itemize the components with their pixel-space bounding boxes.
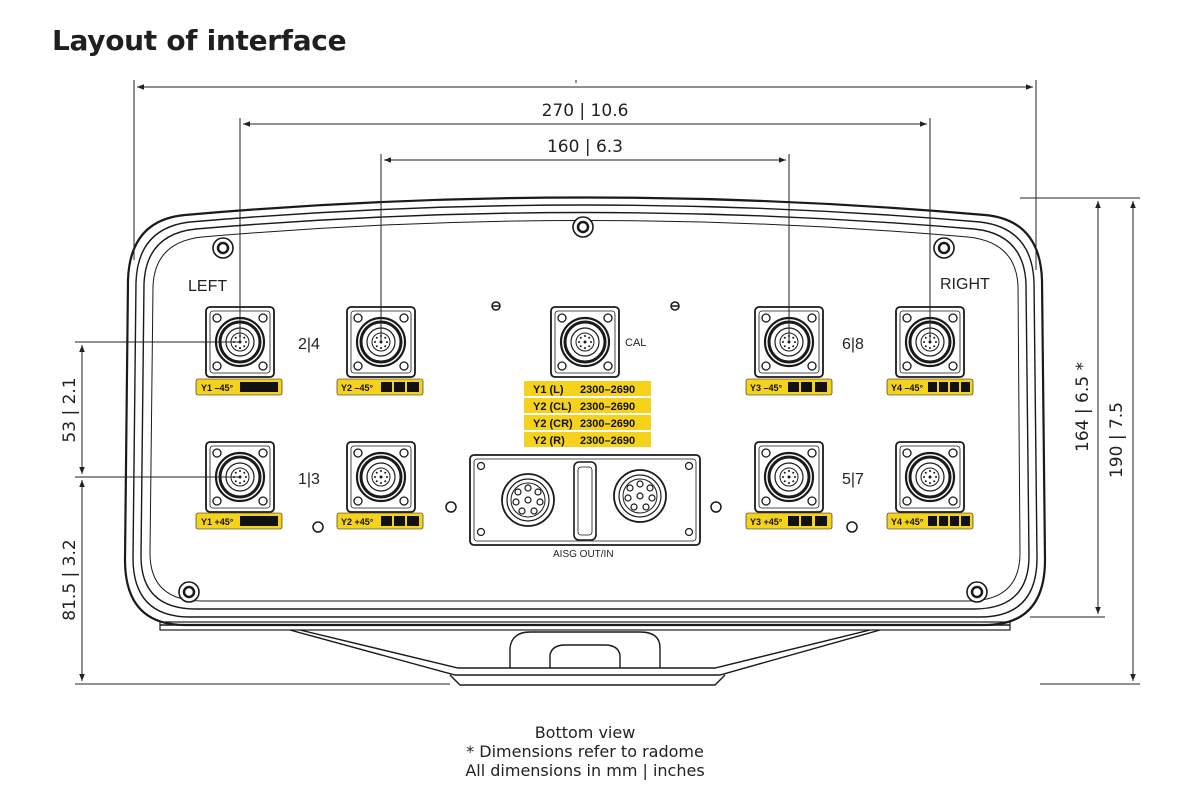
port-tag-y2-plus: Y2 +45° (336, 512, 424, 530)
svg-text:Y2 +45°: Y2 +45° (341, 517, 374, 527)
mounting-bracket (289, 629, 881, 686)
dimension-lines (75, 80, 1140, 685)
svg-text:1|3: 1|3 (298, 471, 320, 488)
port-tag-y1-plus: Y1 +45° (195, 512, 283, 530)
svg-text:Y2 (R): Y2 (R) (533, 435, 565, 447)
port-tag-y4-plus: Y4 +45° (886, 512, 974, 530)
port-tag-y1-minus: Y1 –45° (195, 378, 283, 396)
port-tags: Y1 –45° Y2 –45° Y3 –45° Y4 –45° Y1 +45° … (195, 378, 974, 530)
svg-text:Y4 +45°: Y4 +45° (891, 517, 924, 527)
cal-label: CAL (625, 337, 646, 349)
rf-connector (754, 441, 824, 513)
band-row: Y2 (CR) 2300–2690 (524, 415, 651, 430)
svg-text:2|4: 2|4 (298, 336, 320, 353)
svg-text:Y4 –45°: Y4 –45° (891, 383, 924, 393)
svg-text:2300–2690: 2300–2690 (580, 401, 635, 413)
page-title: Layout of interface (52, 24, 347, 57)
caption-line-3: All dimensions in mm | inches (465, 761, 705, 780)
rf-connector (346, 441, 416, 513)
svg-text:6|8: 6|8 (842, 336, 864, 353)
band-row: Y2 (R) 2300–2690 (524, 432, 651, 447)
pair-labels: 2|4 1|3 6|8 5|7 (298, 336, 864, 488)
band-table: Y1 (L) 2300–2690 Y2 (CL) 2300–2690 Y2 (C… (524, 381, 651, 447)
svg-text:2300–2690: 2300–2690 (580, 384, 635, 396)
right-label: RIGHT (940, 276, 990, 293)
dim-160: 160 | 6.3 (547, 137, 623, 157)
mounting-screws (178, 216, 988, 603)
svg-text:Y2 (CR): Y2 (CR) (533, 418, 573, 430)
band-row: Y2 (CL) 2300–2690 (524, 398, 651, 413)
cal-connector (550, 306, 620, 378)
caption-line-2: * Dimensions refer to radome (466, 742, 704, 761)
aisg-panel (469, 454, 701, 546)
dim-81-5: 81.5 | 3.2 (60, 539, 80, 620)
rf-connector (895, 441, 965, 513)
left-label: LEFT (188, 278, 227, 295)
radome-outline (123, 196, 1047, 631)
aisg-label: AISG OUT/IN (553, 549, 614, 560)
svg-text:Y2 (CL): Y2 (CL) (533, 401, 572, 413)
port-tag-y4-minus: Y4 –45° (886, 378, 974, 396)
port-tag-y2-minus: Y2 –45° (336, 378, 424, 396)
port-tag-y3-plus: Y3 +45° (745, 512, 833, 530)
caption-line-1: Bottom view (534, 723, 636, 742)
svg-text:2300–2690: 2300–2690 (580, 418, 635, 430)
dim-53: 53 | 2.1 (60, 377, 80, 442)
svg-text:Y1 +45°: Y1 +45° (201, 517, 234, 527)
dim-270: 270 | 10.6 (542, 101, 629, 121)
svg-text:2300–2690: 2300–2690 (580, 435, 635, 447)
svg-text:5|7: 5|7 (842, 471, 864, 488)
svg-text:Y3 –45°: Y3 –45° (750, 383, 783, 393)
dim-190: 190 | 7.5 (1107, 402, 1127, 478)
band-row: Y1 (L) 2300–2690 (524, 381, 651, 396)
svg-text:Y1 (L): Y1 (L) (533, 384, 564, 396)
svg-text:Y1 –45°: Y1 –45° (201, 383, 234, 393)
svg-text:Y3 +45°: Y3 +45° (750, 517, 783, 527)
dim-164: 164 | 6.5 * (1073, 362, 1093, 452)
port-tag-y3-minus: Y3 –45° (745, 378, 833, 396)
svg-text:Y2 –45°: Y2 –45° (341, 383, 374, 393)
